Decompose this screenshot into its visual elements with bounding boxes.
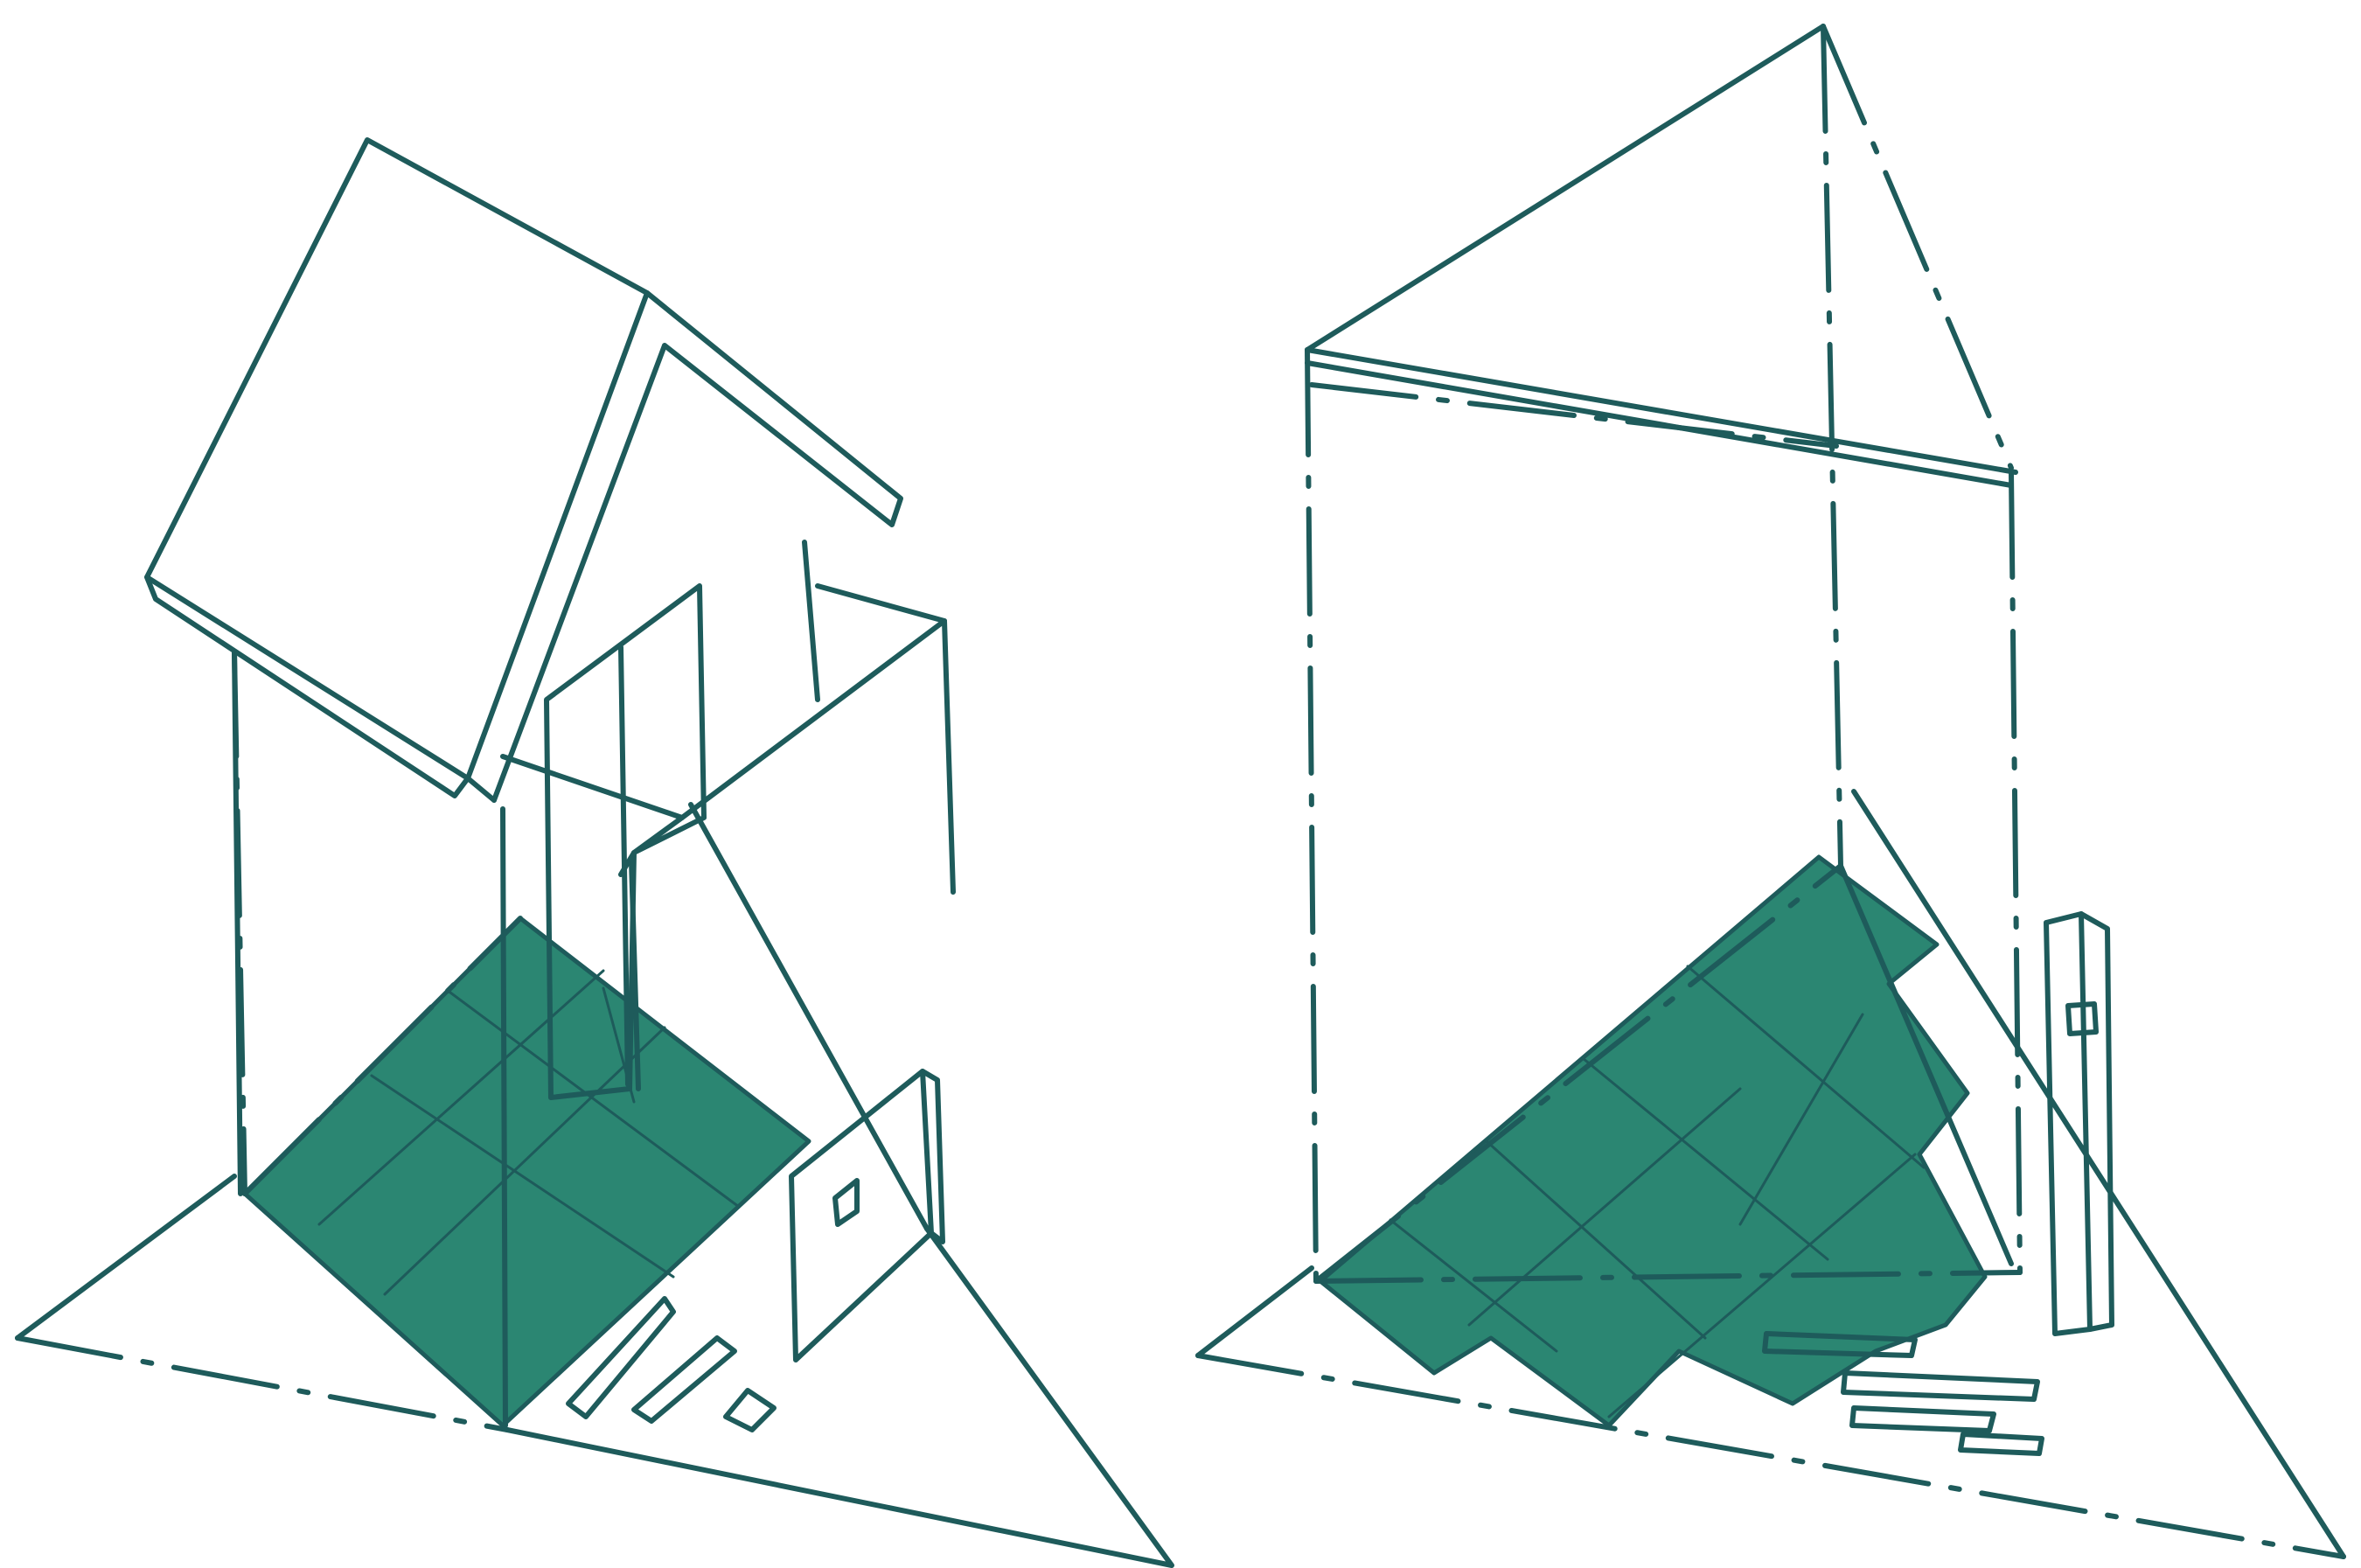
annex-top (503, 586, 944, 818)
step-slab-4 (1961, 1434, 2042, 1453)
left-ground-edge (17, 1176, 234, 1338)
step-stone-3 (726, 1390, 774, 1430)
house-figure (17, 140, 1172, 1565)
sign-window (835, 1181, 857, 1224)
step-slab-2 (1843, 1373, 2037, 1399)
step-slab-3 (1852, 1408, 1994, 1431)
right-ground-left-edge (1198, 1268, 1312, 1355)
prism-figure (1198, 26, 2344, 1557)
prism-top-left-slope (1307, 26, 1823, 350)
wall-left-edge (234, 652, 240, 1194)
annex-right-wall (944, 621, 953, 892)
left-floor-plan (245, 918, 809, 1425)
back-wall (804, 542, 818, 700)
prism-top-right-slope (1823, 26, 2011, 468)
prism-front-beam (1307, 350, 2016, 472)
center-wall-projection (503, 809, 505, 1425)
roof-right-ridge-thick (468, 778, 494, 800)
step-stone-2 (634, 1338, 735, 1421)
prism-right-vertical (2011, 472, 2020, 1272)
prism-left-vertical (1307, 350, 1316, 1281)
